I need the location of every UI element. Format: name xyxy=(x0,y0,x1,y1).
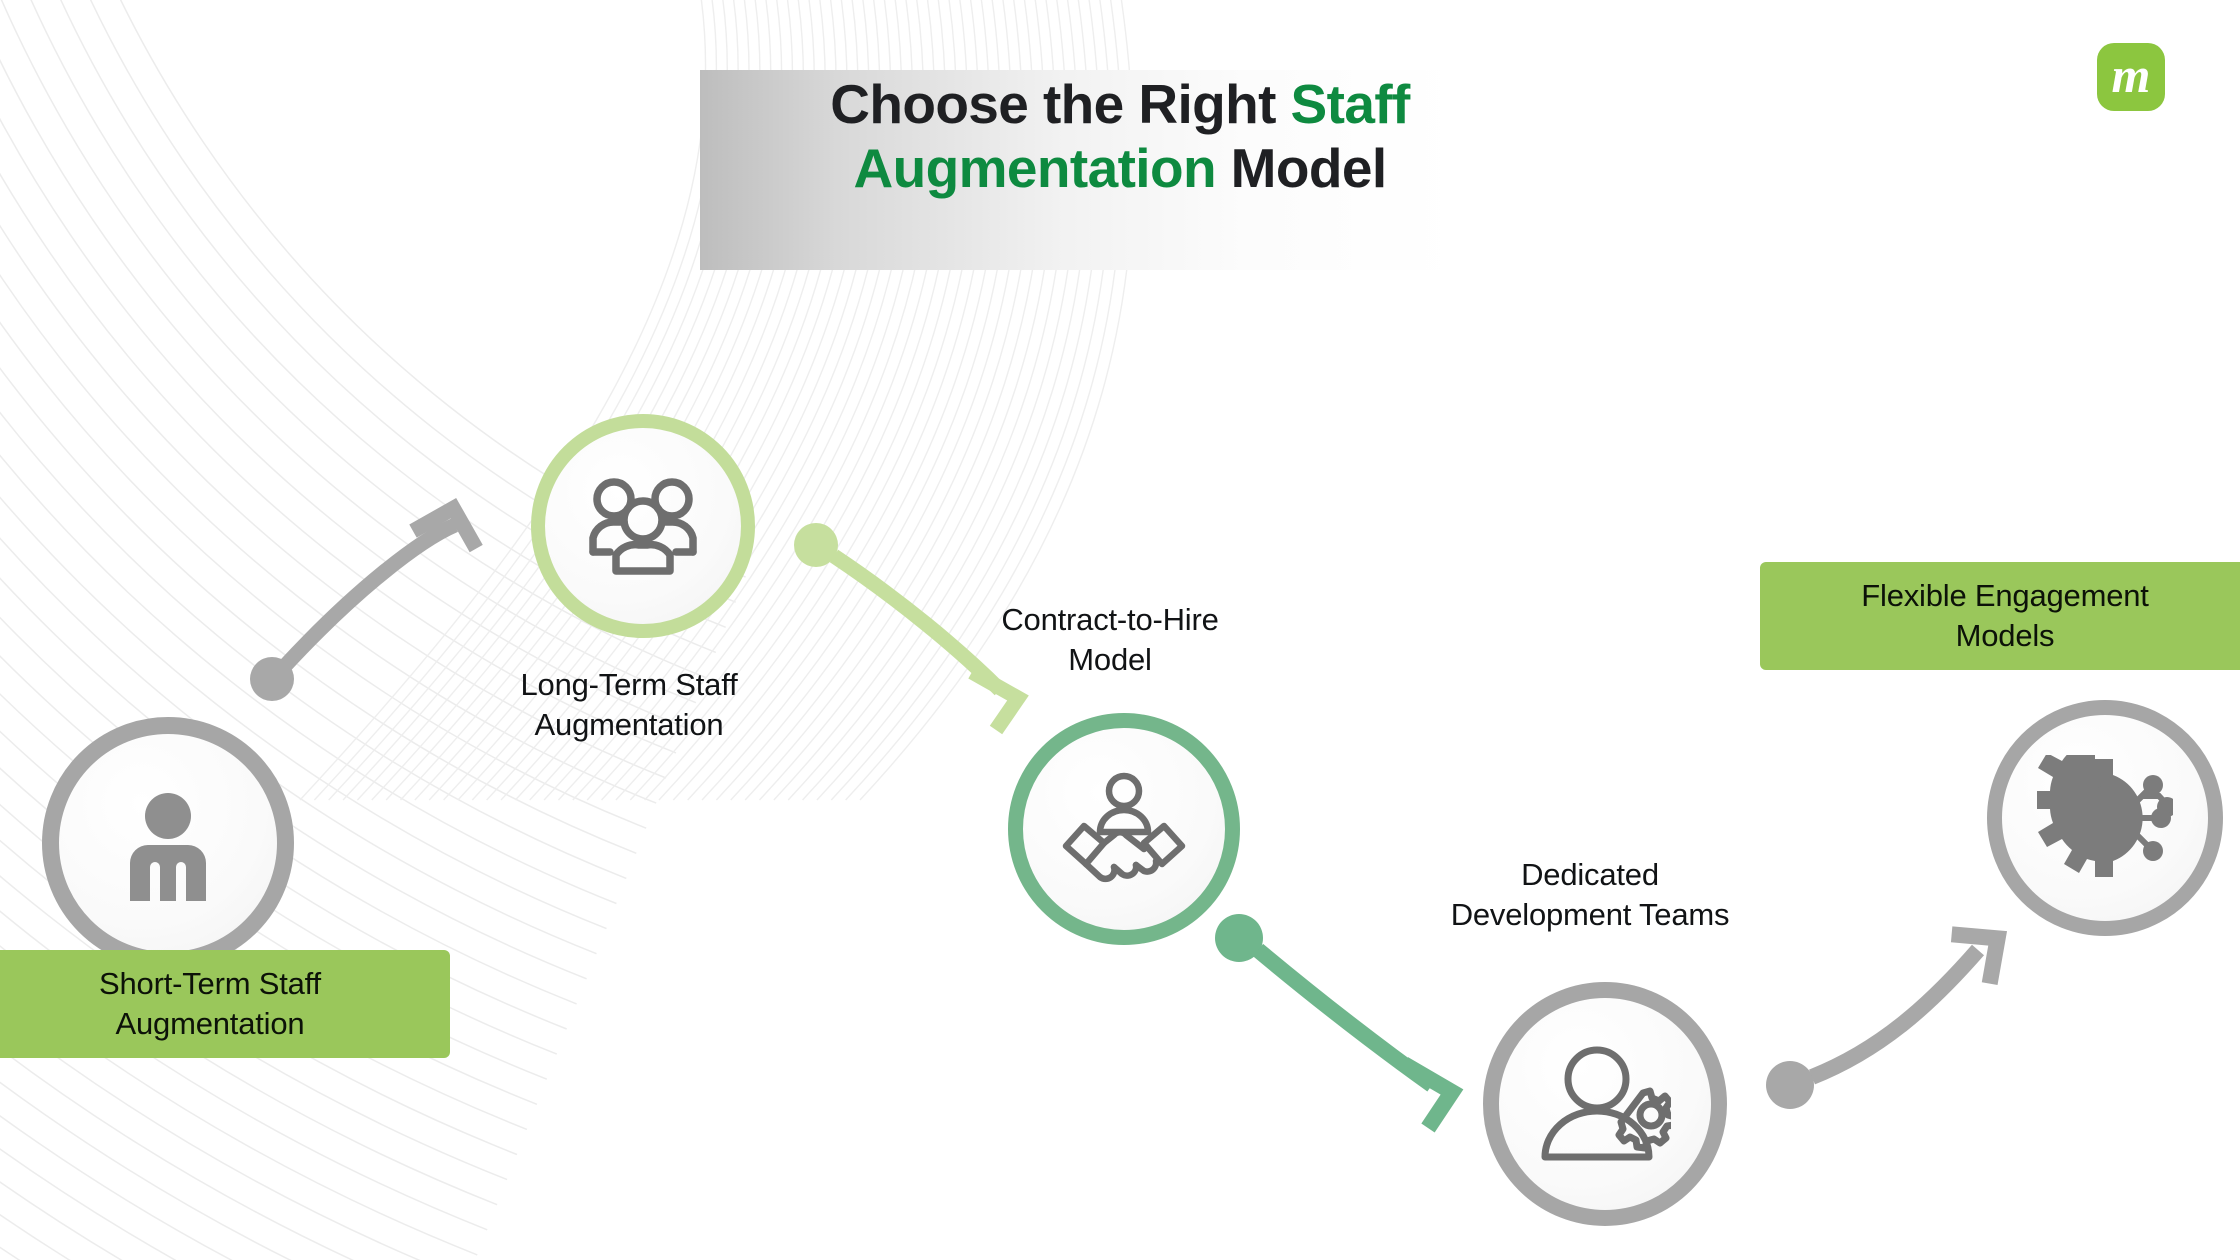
title-part-dark-1: Choose the Right xyxy=(830,73,1291,135)
brand-logo-letter: m xyxy=(2111,47,2151,103)
connector-2 xyxy=(794,523,1029,735)
node-4-label-line2: Development Teams xyxy=(1450,897,1730,933)
title-gradient-plate xyxy=(700,70,1460,270)
node-3-label-line1: Contract-to-Hire xyxy=(1001,602,1219,637)
node-4-ring xyxy=(1483,982,1727,1226)
node-5-label-line1: Flexible Engagement xyxy=(1861,578,2149,614)
person-solid-icon xyxy=(130,793,206,901)
node-4-label-line1: Dedicated xyxy=(1521,857,1659,892)
node-1-ring xyxy=(42,717,294,969)
person-gear-icon xyxy=(1541,1046,1671,1161)
title-part-dark-2: Model xyxy=(1215,137,1387,200)
node-5-label-chip: Flexible Engagement Models xyxy=(1760,562,2240,670)
handshake-icon xyxy=(1062,772,1186,883)
node-3-label: Contract-to-Hire Model xyxy=(925,600,1295,681)
node-2-label: Long-Term Staff Augmentation xyxy=(429,665,829,746)
node-1-label-chip: Short-Term Staff Augmentation xyxy=(0,950,450,1058)
node-3-ring xyxy=(1008,713,1240,945)
node-4-label: Dedicated Development Teams xyxy=(1390,855,1790,936)
title-part-green-1: Staff xyxy=(1290,73,1411,135)
brand-logo[interactable]: m xyxy=(2097,43,2165,111)
gear-circuit-icon xyxy=(2037,755,2173,877)
connector-3 xyxy=(1215,914,1464,1133)
title-part-green-2: Augmentation xyxy=(853,137,1216,200)
page-title: Choose the Right Staff Augmentation Mode… xyxy=(680,72,1560,201)
group-of-people-icon xyxy=(589,478,697,575)
connector-4 xyxy=(1766,926,2008,1109)
node-2-label-line2: Augmentation xyxy=(534,707,724,743)
node-1-label-line1: Short-Term Staff xyxy=(99,966,321,1002)
node-1-label-line2: Augmentation xyxy=(115,1006,305,1041)
node-2-ring xyxy=(531,414,755,638)
node-2-label-line1: Long-Term Staff xyxy=(520,667,738,702)
node-5-ring xyxy=(1987,700,2223,936)
node-3-label-line2: Model xyxy=(1068,642,1152,678)
connector-1 xyxy=(250,497,483,701)
node-5-label-line2: Models xyxy=(1955,618,2055,653)
